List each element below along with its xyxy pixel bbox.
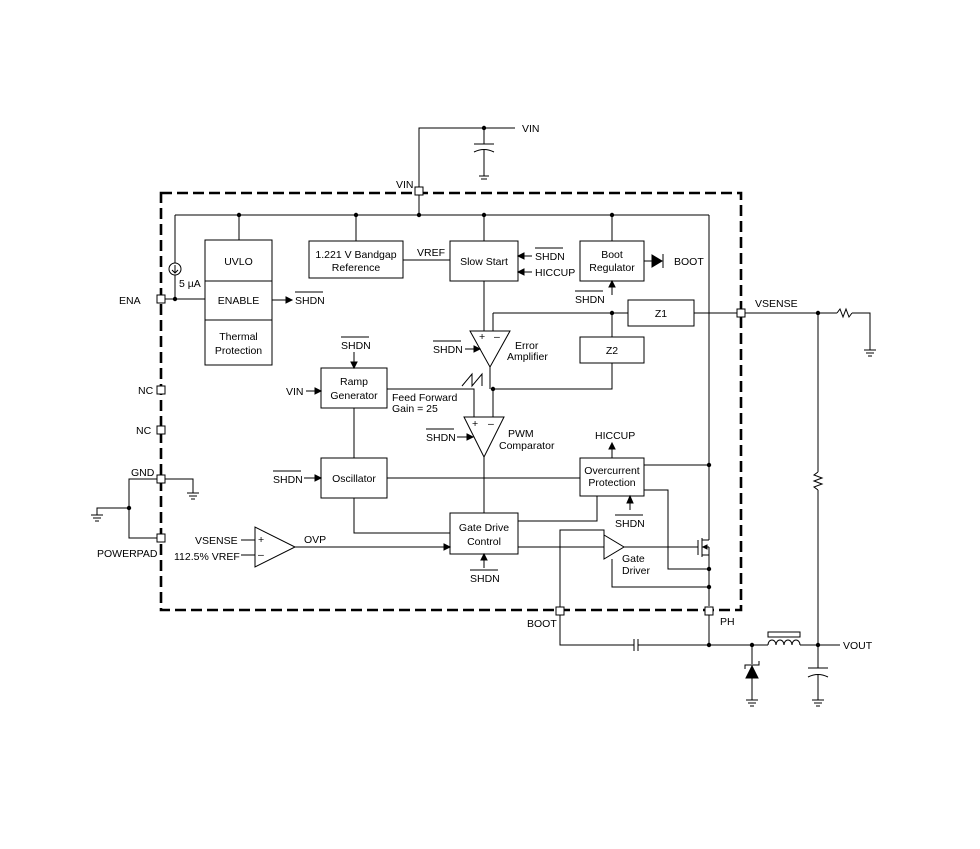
nc-pin-2-label: NC [136, 425, 152, 437]
gate-driver: Gate Driver [603, 534, 651, 577]
current-source-label: 5 µA [179, 278, 201, 290]
overcurrent-shdn: SHDN [615, 518, 645, 530]
ovp-vsense-label: VSENSE [195, 535, 238, 547]
boot-regulator-label-2: Regulator [589, 262, 635, 274]
boot-diode [644, 254, 664, 268]
gate-drive-shdn: SHDN [470, 573, 500, 585]
vin-supply: VIN [418, 123, 540, 187]
vout-label: VOUT [843, 640, 873, 652]
oscillator-shdn: SHDN [273, 474, 303, 486]
thermal-label-1: Thermal [219, 331, 258, 343]
sawtooth-symbol [461, 372, 483, 388]
gate-drive-control-block: Gate Drive Control [449, 512, 519, 555]
oscillator-block: Oscillator [320, 457, 388, 499]
overcurrent-label-2: Protection [588, 477, 635, 489]
oscillator-label: Oscillator [332, 473, 376, 485]
uvlo-enable-thermal-block: UVLO ENABLE Thermal Protection [204, 239, 273, 366]
ph-pin-label: PH [720, 616, 735, 628]
thermal-label-2: Protection [215, 345, 262, 357]
gate-drive-label-1: Gate Drive [459, 522, 509, 534]
ramp-vin-label: VIN [286, 386, 304, 398]
gnd-powerpad-wiring [91, 478, 199, 539]
vin-rail [174, 195, 710, 540]
pwm-minus: – [488, 418, 494, 430]
ena-pin-label: ENA [119, 295, 141, 307]
boot-output-label: BOOT [674, 256, 704, 268]
pwm-plus: + [472, 418, 478, 430]
boot-pin-label: BOOT [527, 618, 557, 630]
gnd-pin [156, 474, 166, 484]
vin-supply-label: VIN [522, 123, 540, 135]
error-amp-label-1: Error [515, 340, 539, 352]
ic-boundary [159, 191, 743, 612]
slow-start-hiccup: HICCUP [535, 267, 575, 279]
bandgap-label-1: 1.221 V Bandgap [315, 249, 396, 261]
ovp-vref-label: 112.5% VREF [174, 551, 240, 563]
feed-forward-label-2: Gain = 25 [392, 403, 438, 415]
ovp-minus: – [258, 549, 264, 561]
gate-driver-label-2: Driver [622, 565, 651, 577]
overcurrent-hiccup: HICCUP [595, 430, 635, 442]
error-amp-label-2: Amplifier [507, 351, 548, 363]
error-amp-minus: – [494, 331, 500, 343]
ramp-shdn: SHDN [341, 340, 371, 352]
slow-start-shdn: SHDN [535, 251, 565, 263]
vsense-pin-label: VSENSE [755, 298, 798, 310]
gnd-pin-label: GND [131, 467, 155, 479]
overcurrent-protection-block: Overcurrent Protection [579, 457, 645, 497]
error-amp-shdn: SHDN [433, 344, 463, 356]
z2-block: Z2 [579, 336, 645, 364]
nc-pin-1 [156, 385, 166, 395]
z2-label: Z2 [606, 345, 618, 357]
z1-label: Z1 [655, 308, 667, 320]
pwm-label-2: Comparator [499, 440, 555, 452]
feed-forward-label-1: Feed Forward [392, 392, 458, 404]
slow-start-block: Slow Start [449, 240, 519, 282]
pwm-comparator: + – PWM Comparator [463, 416, 555, 459]
ena-pin [156, 294, 166, 304]
powerpad-pin [156, 533, 166, 543]
gate-drive-label-2: Control [467, 536, 501, 548]
ph-pin [704, 606, 714, 616]
nc-pin-2 [156, 425, 166, 435]
high-side-mosfet [697, 538, 709, 557]
ovp-output-label: OVP [304, 534, 326, 546]
pwm-shdn: SHDN [426, 432, 456, 444]
output-stage [559, 615, 840, 707]
enable-label: ENABLE [218, 295, 259, 307]
z1-block: Z1 [627, 299, 695, 327]
current-source: 5 µA [168, 262, 201, 302]
boot-regulator-block: Boot Regulator [579, 240, 645, 282]
ramp-generator-block: Ramp Generator [320, 367, 388, 409]
slow-start-label: Slow Start [460, 256, 508, 268]
vref-label: VREF [417, 247, 445, 259]
pwm-label-1: PWM [508, 428, 534, 440]
vin-pin [414, 186, 424, 196]
boot-pin [555, 606, 565, 616]
error-amplifier: + – Error Amplifier [469, 330, 548, 369]
gate-driver-label-1: Gate [622, 553, 645, 565]
error-amp-plus: + [479, 331, 485, 343]
boot-regulator-label-1: Boot [601, 249, 623, 261]
bandgap-label-2: Reference [332, 262, 381, 274]
nc-pin-1-label: NC [138, 385, 154, 397]
uvlo-label: UVLO [224, 256, 253, 268]
overcurrent-label-1: Overcurrent [584, 465, 640, 477]
vsense-pin [736, 308, 746, 318]
vin-pin-label: VIN [396, 179, 414, 191]
ovp-plus: + [258, 534, 264, 546]
bandgap-reference-block: 1.221 V Bandgap Reference [308, 240, 404, 279]
boot-regulator-shdn: SHDN [575, 294, 605, 306]
ovp-comparator: + – [254, 526, 297, 568]
enable-shdn-out: SHDN [295, 295, 325, 307]
ramp-label-1: Ramp [340, 376, 368, 388]
ramp-label-2: Generator [330, 390, 378, 402]
feedback-divider [745, 307, 876, 645]
powerpad-pin-label: POWERPAD [97, 548, 158, 560]
